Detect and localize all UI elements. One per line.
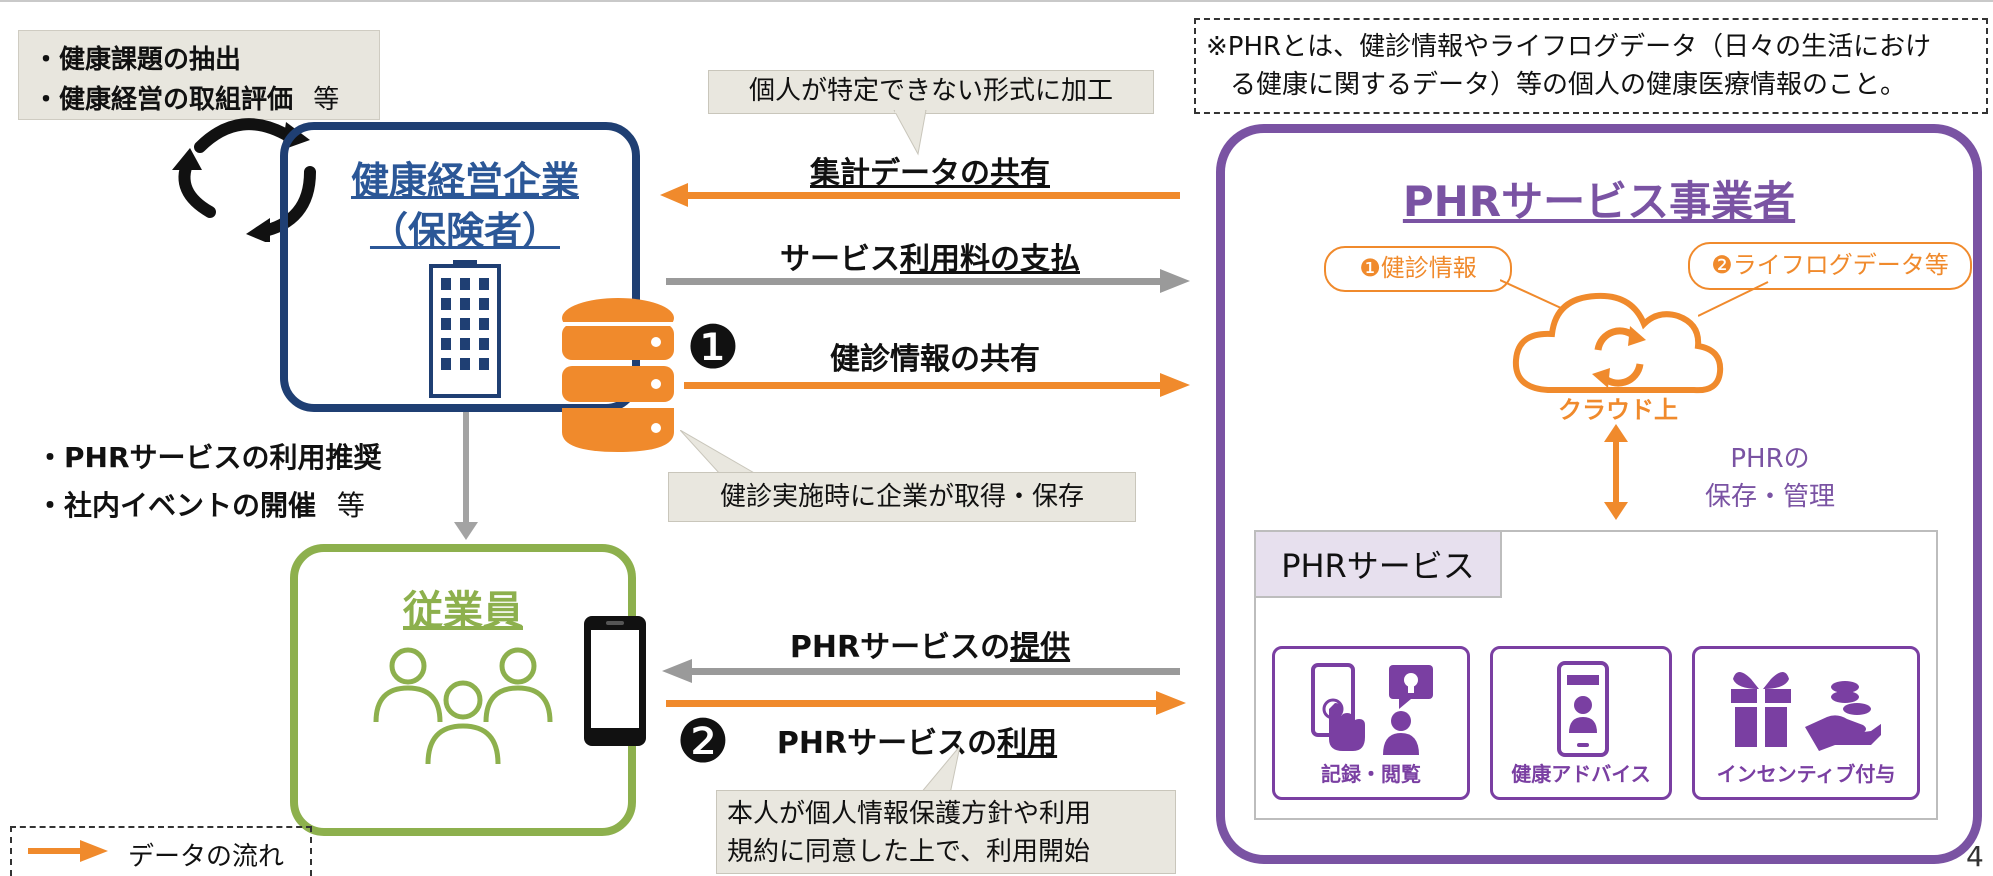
record-view-card[interactable]: 記録・閲覧 [1272, 646, 1470, 800]
note-line-2-bold: ・健康経営の取組評価 [33, 85, 294, 115]
middle-note-1: ・PHRサービスの利用推奨 [36, 441, 382, 474]
phr-definition-note: ※PHRとは、健診情報やライフログデータ（日々の生活におけ る健康に関するデータ… [1194, 18, 1988, 114]
provide-arrow [662, 659, 1180, 683]
aggregate-arrow [660, 183, 1180, 207]
health-check-label: 健診情報の共有 [830, 342, 1040, 377]
definition-line-1: ※PHRとは、健診情報やライフログデータ（日々の生活におけ [1206, 32, 1932, 62]
record-view-label: 記録・閲覧 [1321, 762, 1421, 786]
definition-line-2: る健康に関するデータ）等の個人の健康医療情報のこと。 [1230, 70, 1907, 100]
step-2-badge: ❷ [676, 707, 730, 777]
use-label: PHRサービスの利用 [752, 718, 1082, 762]
health-check-arrow [684, 373, 1190, 397]
storage-label-line-1: PHRの [1730, 444, 1810, 474]
phone-icon [584, 616, 646, 746]
people-icon [373, 647, 553, 765]
consent-callout-tail [918, 746, 961, 795]
aggregate-label-main: 集計データの共有 [810, 156, 1050, 191]
anonymize-callout: 個人が特定できない形式に加工 [708, 70, 1154, 114]
page-number: 4 [1966, 840, 1984, 873]
building-icon [429, 260, 501, 398]
top-left-notes: ・健康課題の抽出 ・健康経営の取組評価 等 [18, 30, 380, 120]
consent-callout: 本人が個人情報保護方針や利用 規約に同意した上で、利用開始 [716, 790, 1176, 874]
cloud-label: クラウド上 [1558, 396, 1678, 424]
phr-service-tab: PHRサービス [1254, 530, 1502, 598]
company-subtitle: （保険者） [369, 209, 560, 253]
storage-callout-tail [680, 430, 758, 475]
phr-provider-box [1216, 124, 1982, 864]
middle-note-2-suffix: 等 [336, 489, 365, 522]
middle-note-2-bold: ・社内イベントの開催 [36, 489, 317, 522]
lifelog-bubble: ❷ライフログデータ等 [1688, 242, 1972, 290]
provide-label-main: 提供 [1010, 630, 1071, 665]
recommend-arrow [454, 412, 478, 540]
fee-label: サービス利用料の支払 [740, 234, 1120, 278]
legend-box: データの流れ [10, 826, 312, 876]
employee-title: 従業員 [403, 588, 523, 634]
company-box [280, 122, 640, 412]
bubble-2-tail [1698, 281, 1769, 317]
advisor-bulb-icon [1383, 665, 1433, 755]
coins-hand-icon [1805, 681, 1881, 751]
fee-label-prefix: サービス [780, 242, 900, 277]
fee-label-main: 利用料の支払 [900, 242, 1080, 277]
note-line-1: ・健康課題の抽出 [33, 45, 242, 75]
top-rule [0, 0, 1993, 2]
fee-arrow [666, 269, 1190, 293]
use-label-prefix: PHRサービスの [776, 726, 998, 761]
gift-icon [1731, 672, 1791, 747]
database-icon [562, 298, 674, 452]
cloud-sync-icon [1512, 292, 1724, 394]
provide-label-prefix: PHRサービスの [789, 630, 1011, 665]
health-check-bubble: ❶健診情報 [1324, 246, 1512, 292]
note-line-2: ・健康経営の取組評価 等 [33, 79, 339, 116]
provide-label: PHRサービスの提供 [730, 622, 1130, 666]
storage-label-line-2: 保存・管理 [1704, 482, 1835, 512]
middle-note-2: ・社内イベントの開催 等 [36, 484, 365, 524]
step-1-badge: ❶ [686, 313, 740, 383]
tablet-advice-icon [1557, 661, 1609, 757]
note-line-2-suffix: 等 [313, 85, 340, 115]
company-title: 健康経営企業 [350, 159, 579, 203]
storage-double-arrow [1604, 424, 1628, 520]
incentive-card[interactable]: インセンティブ付与 [1692, 646, 1920, 800]
health-advice-card[interactable]: 健康アドバイス [1490, 646, 1672, 800]
use-arrow [666, 691, 1186, 715]
provider-title: PHRサービス事業者 [1402, 177, 1796, 226]
health-advice-label: 健康アドバイス [1511, 762, 1651, 786]
consent-callout-line-2: 規約に同意した上で、利用開始 [727, 837, 1090, 867]
legend-orange-arrow [28, 840, 108, 862]
aggregate-label: 集計データの共有 [780, 148, 1080, 192]
anonymize-callout-tail [893, 110, 927, 156]
incentive-label: インセンティブ付与 [1716, 762, 1896, 786]
storage-callout: 健診実施時に企業が取得・保存 [668, 472, 1136, 522]
consent-callout-line-1: 本人が個人情報保護方針や利用 [727, 799, 1092, 829]
use-label-main: 利用 [997, 726, 1058, 761]
phr-service-area [1254, 530, 1938, 820]
legend-label: データの流れ [128, 842, 285, 872]
phone-touch-icon [1311, 663, 1365, 751]
